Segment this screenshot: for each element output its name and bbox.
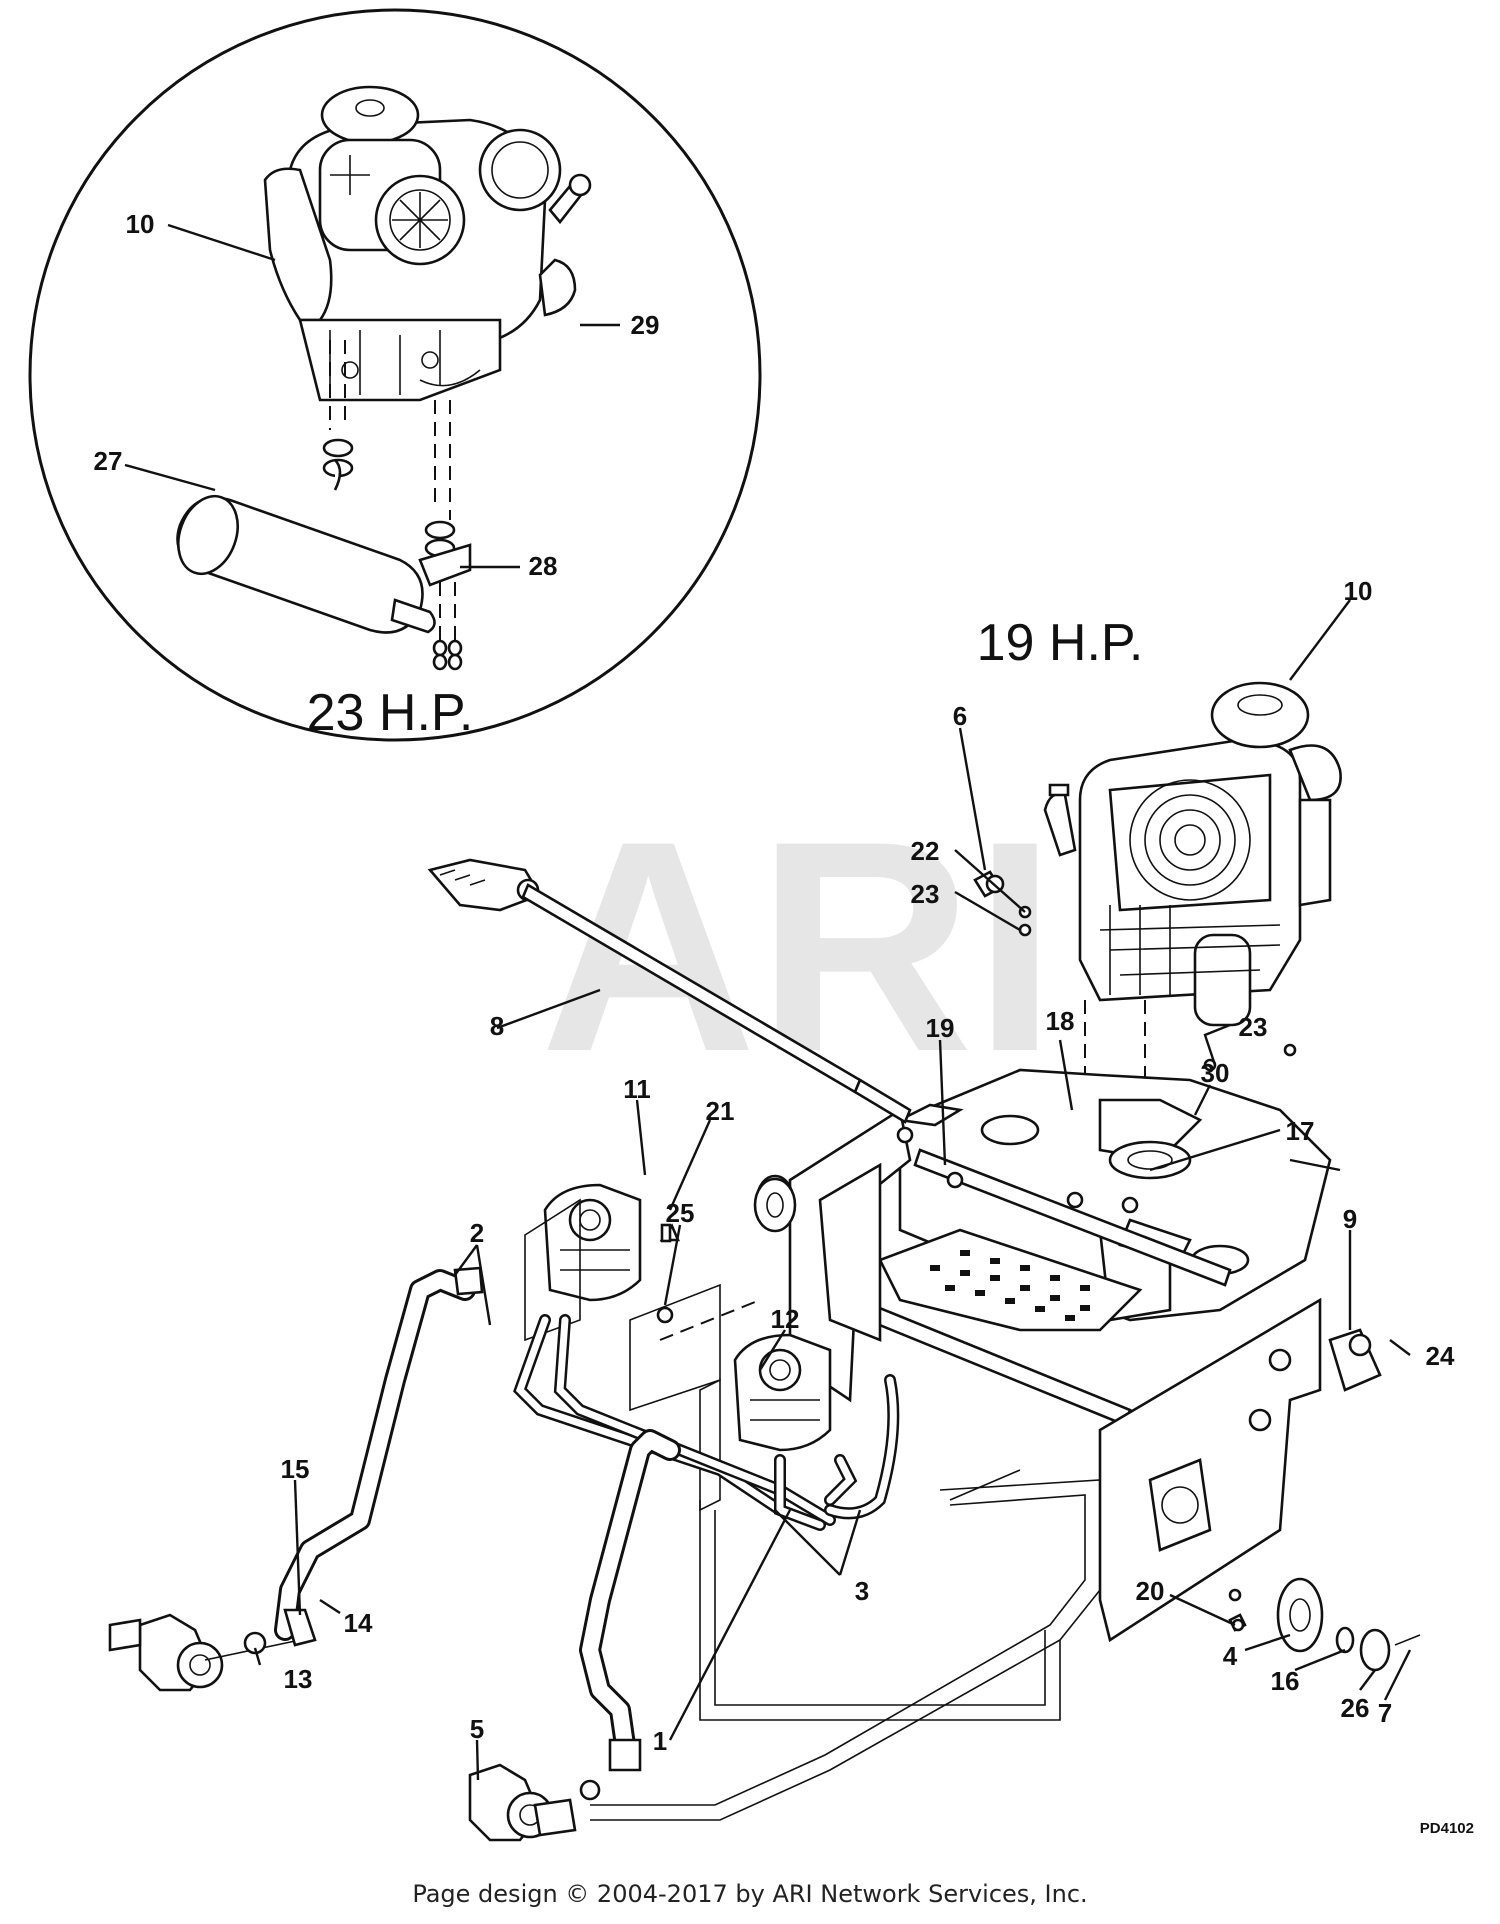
callout-26: 26 <box>1341 1693 1370 1723</box>
callout-9: 9 <box>1343 1204 1357 1234</box>
inset-callout-10: 10 <box>126 209 155 239</box>
return-hose-loop <box>590 1479 1101 1821</box>
callout-23a: 23 <box>911 879 940 909</box>
callout-10: 10 <box>1344 576 1373 606</box>
inset-circle <box>28 8 762 742</box>
callout-15: 15 <box>281 1454 310 1484</box>
callout-1: 1 <box>653 1726 667 1756</box>
main-hp-title: 19 H.P. <box>977 614 1144 672</box>
callout-8: 8 <box>490 1011 504 1041</box>
callout-19: 19 <box>926 1013 955 1043</box>
control-rod <box>427 858 912 1124</box>
callout-20: 20 <box>1136 1576 1165 1606</box>
left-hydraulic-tube <box>274 1266 484 1641</box>
inset-engine-illustration <box>263 85 592 402</box>
callout-16: 16 <box>1271 1666 1300 1696</box>
chassis-frame <box>755 1068 1382 1643</box>
inset-23hp: 10 29 27 28 23 H.P. <box>28 8 762 742</box>
main-19hp: 19 H.P. <box>108 576 1455 1842</box>
hydraulic-pumps <box>543 1183 832 1452</box>
inset-callout-28: 28 <box>529 551 558 581</box>
callout-2: 2 <box>470 1218 484 1248</box>
callout-7: 7 <box>1378 1698 1392 1728</box>
right-hydraulic-tube <box>579 1429 681 1772</box>
callout-22: 22 <box>911 836 940 866</box>
callout-17: 17 <box>1286 1116 1315 1146</box>
inset-muffler <box>176 459 472 634</box>
callout-12: 12 <box>771 1304 800 1334</box>
callout-14: 14 <box>344 1608 373 1638</box>
callout-24: 24 <box>1426 1341 1455 1371</box>
callout-13: 13 <box>284 1664 313 1694</box>
inset-callout-29: 29 <box>631 310 660 340</box>
main-engine-illustration <box>1043 681 1342 1027</box>
callout-6: 6 <box>953 701 967 731</box>
callout-4: 4 <box>1223 1641 1238 1671</box>
hydraulic-hoses <box>513 1314 900 1531</box>
page-footer: Page design © 2004-2017 by ARI Network S… <box>412 1880 1088 1908</box>
callout-5: 5 <box>470 1714 484 1744</box>
installation-dash-lines <box>524 1198 1021 1512</box>
inset-hp-title: 23 H.P. <box>307 684 474 742</box>
right-wheel-motor <box>468 1763 601 1842</box>
callout-30: 30 <box>1201 1058 1230 1088</box>
wheel-hub-assembly <box>1228 1577 1421 1672</box>
inset-callout-27: 27 <box>94 446 123 476</box>
floor-pan-holes <box>930 1250 1090 1321</box>
callout-25: 25 <box>666 1198 695 1228</box>
callout-18: 18 <box>1046 1006 1075 1036</box>
pivot-hub <box>753 1126 1139 1233</box>
callout-23b: 23 <box>1239 1012 1268 1042</box>
callout-21: 21 <box>706 1096 735 1126</box>
callout-11: 11 <box>623 1074 651 1104</box>
left-wheel-motor <box>108 1608 317 1692</box>
leader-lines <box>253 599 1412 1781</box>
callout-3: 3 <box>855 1576 869 1606</box>
diagram-code: PD4102 <box>1419 1820 1474 1837</box>
